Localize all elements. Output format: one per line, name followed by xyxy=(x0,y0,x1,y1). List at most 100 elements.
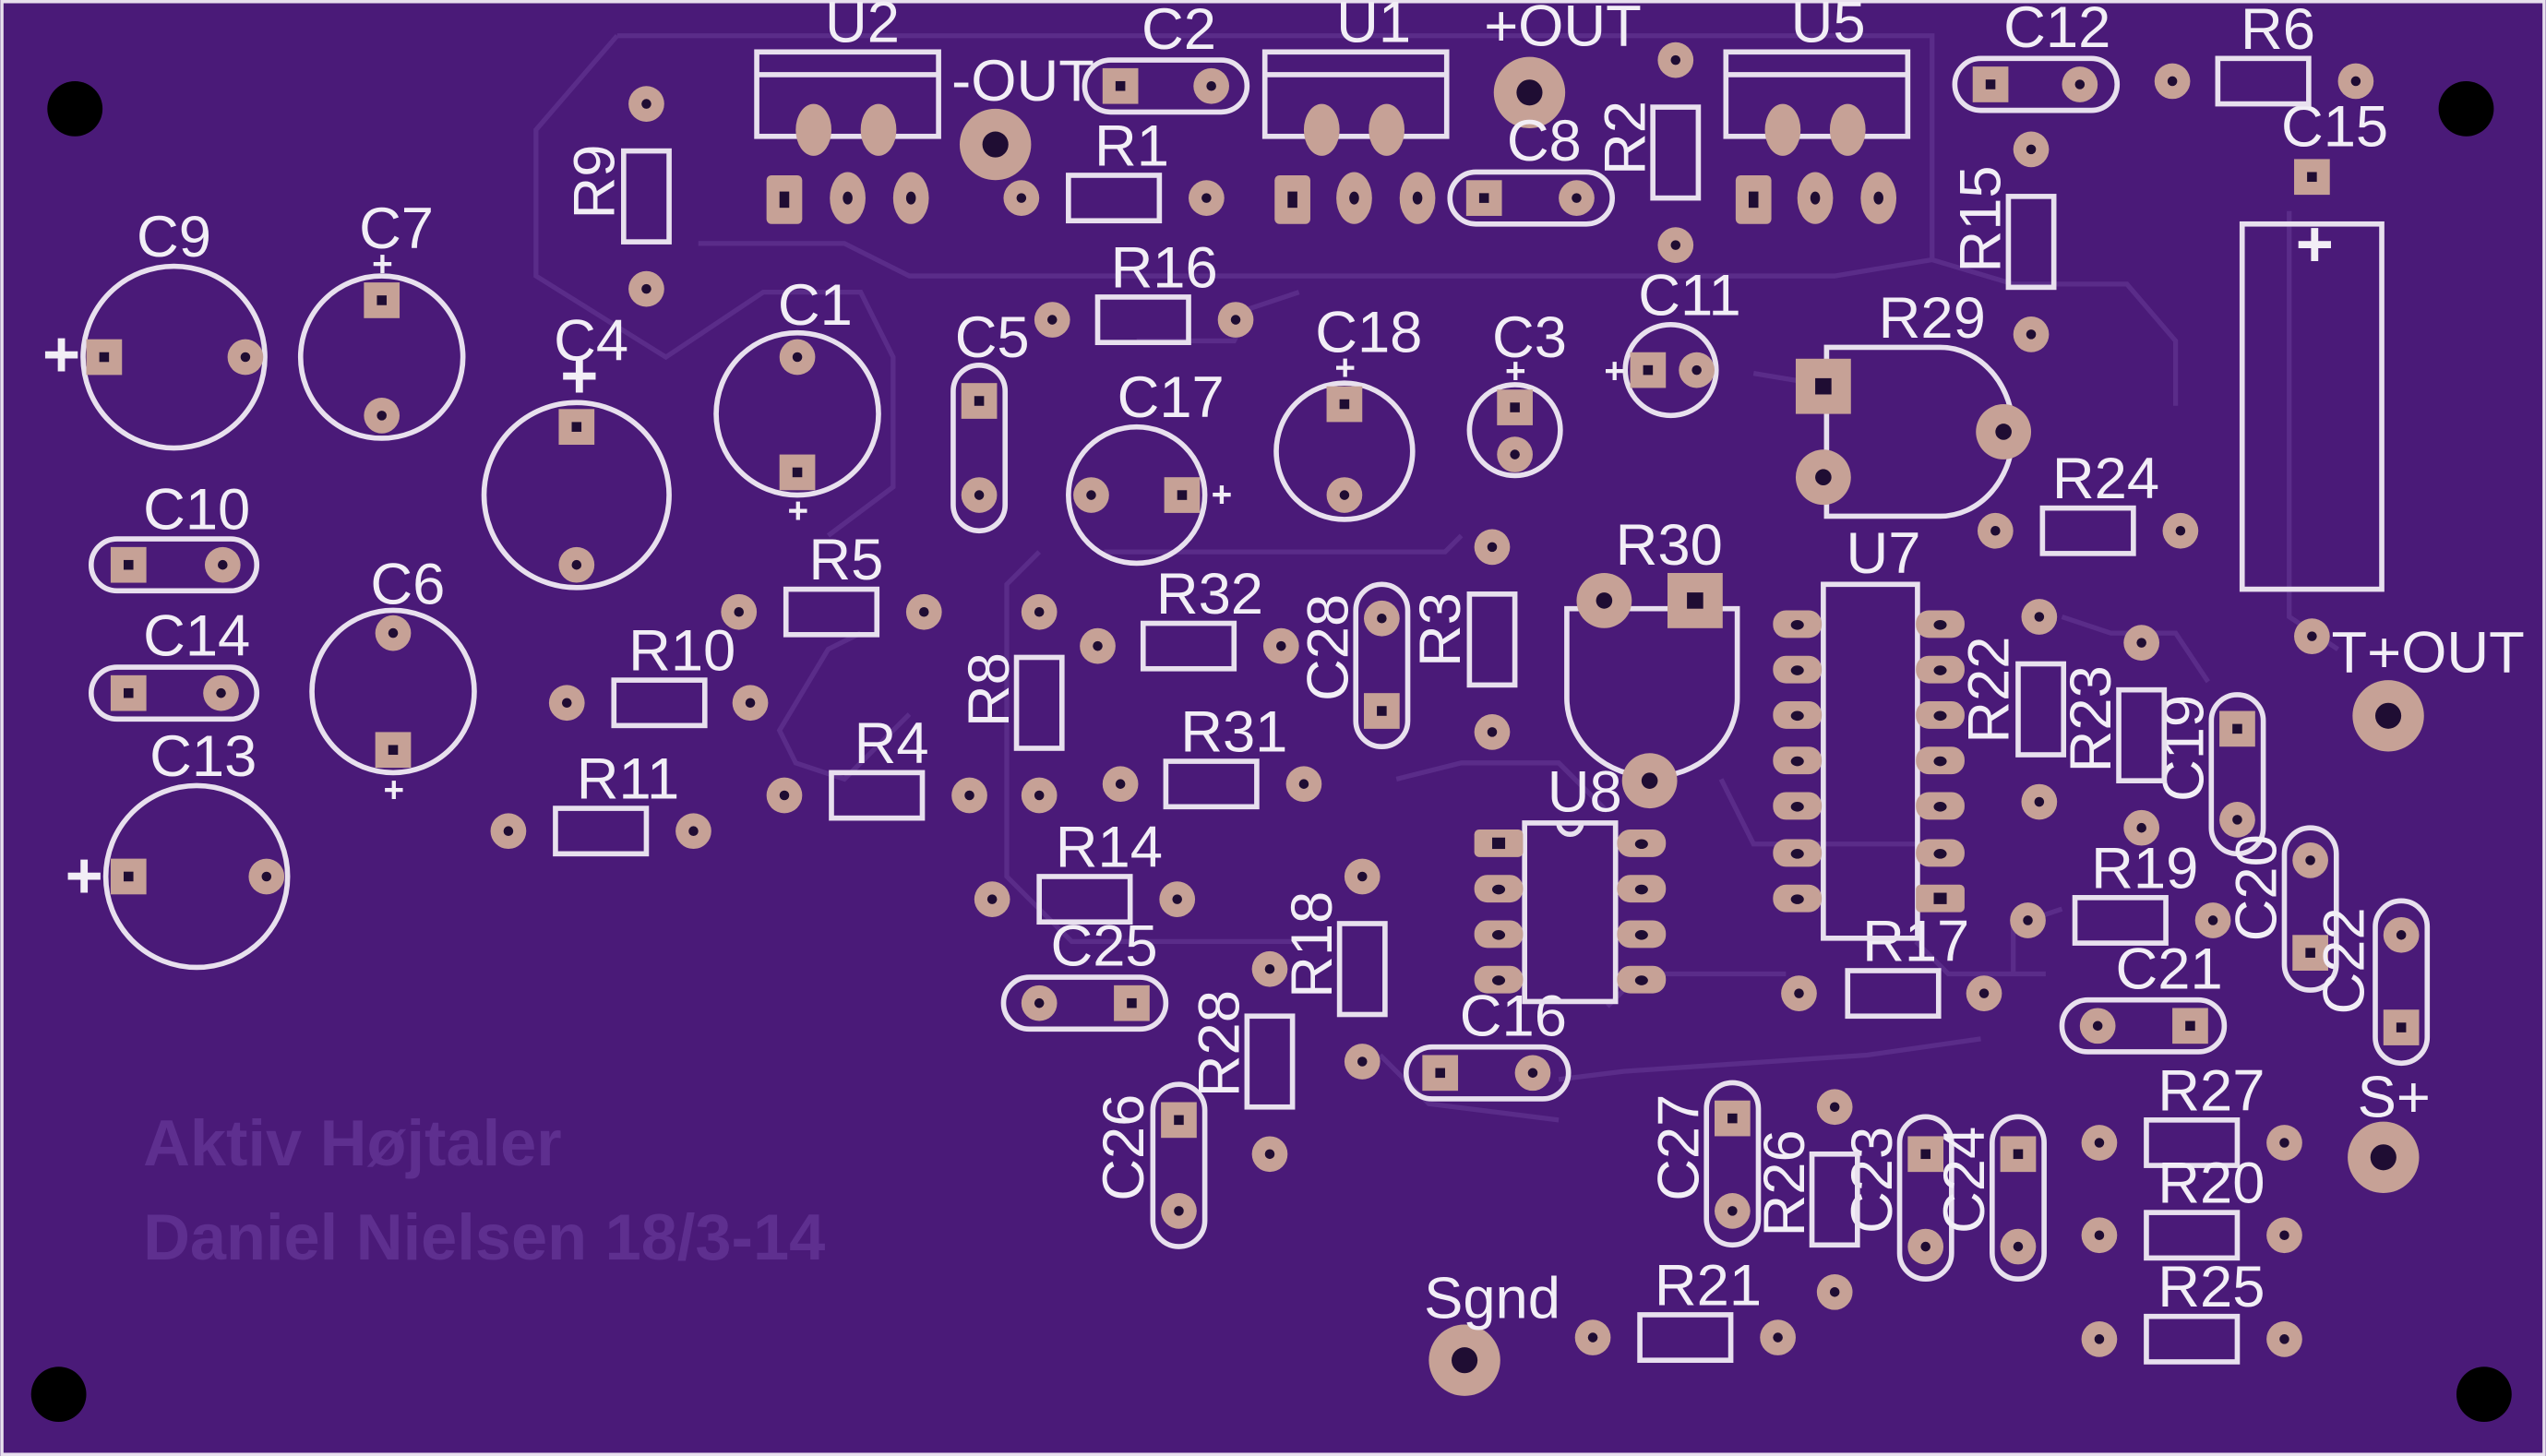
svg-text:C3: C3 xyxy=(1492,305,1567,370)
c17-capacitor: + C17 xyxy=(1066,365,1233,567)
svg-text:C16: C16 xyxy=(1460,984,1567,1048)
r5-resistor: R5 xyxy=(721,528,942,638)
svg-text:R26: R26 xyxy=(1752,1129,1817,1236)
svg-text:R20: R20 xyxy=(2158,1152,2265,1216)
svg-text:R8: R8 xyxy=(957,652,1022,727)
r3-resistor: R3 xyxy=(1408,529,1518,750)
svg-text:C6: C6 xyxy=(370,552,445,616)
r16-resistor: R16 xyxy=(1034,235,1254,346)
r18-resistor: R18 xyxy=(1280,858,1388,1080)
svg-text:C21: C21 xyxy=(2116,937,2223,1001)
svg-text:C7: C7 xyxy=(359,197,434,261)
r23-resistor: R23 xyxy=(2059,625,2168,846)
svg-text:R18: R18 xyxy=(1280,891,1345,998)
r4-resistor: R4 xyxy=(766,711,987,821)
svg-text:+: + xyxy=(1212,475,1233,515)
r21-resistor: R21 xyxy=(1574,1253,1796,1364)
u2-label: U2 xyxy=(825,0,900,55)
svg-text:+: + xyxy=(66,839,103,912)
c12-capacitor: C12 xyxy=(1952,0,2121,113)
c14-capacitor: C14 xyxy=(88,604,260,722)
mounting-hole xyxy=(2456,1366,2512,1423)
svg-text:R19: R19 xyxy=(2091,836,2198,901)
u1-label: U1 xyxy=(1336,0,1411,55)
svg-text:+: + xyxy=(1505,352,1526,391)
r9-resistor: R9 xyxy=(562,86,672,307)
c4-capacitor: + C4 xyxy=(481,309,672,591)
c7-capacitor: + C7 xyxy=(297,197,466,441)
c27-capacitor: C27 xyxy=(1646,1080,1762,1248)
svg-text:C11: C11 xyxy=(1638,263,1740,328)
svg-text:R11: R11 xyxy=(577,747,679,812)
u5-label: U5 xyxy=(1791,0,1866,55)
r30-trimmer: R30 xyxy=(1564,513,1740,809)
c18-capacitor: + C18 xyxy=(1273,301,1422,522)
svg-text:+: + xyxy=(560,339,598,412)
svg-text:C26: C26 xyxy=(1092,1094,1156,1201)
terminal-t-plus-out: T+OUT xyxy=(2331,620,2525,752)
u1-regulator: U1 xyxy=(1261,0,1450,224)
svg-text:R1: R1 xyxy=(1094,113,1169,178)
svg-text:C19: C19 xyxy=(2152,695,2217,802)
svg-text:R6: R6 xyxy=(2241,0,2315,62)
u8-label: U8 xyxy=(1548,760,1622,825)
svg-text:C13: C13 xyxy=(149,724,257,789)
terminal-sgnd: Sgnd xyxy=(1424,1266,1560,1396)
svg-text:C8: C8 xyxy=(1507,109,1582,173)
svg-text:C27: C27 xyxy=(1646,1094,1711,1201)
svg-text:+: + xyxy=(372,245,393,284)
c25-capacitor: C25 xyxy=(1000,914,1169,1032)
c10-capacitor: C10 xyxy=(88,477,260,594)
svg-text:+: + xyxy=(787,491,808,531)
c20-capacitor: C20 xyxy=(2225,825,2339,993)
c23-capacitor: C23 xyxy=(1840,1114,1954,1283)
svg-text:R21: R21 xyxy=(1655,1253,1762,1318)
svg-text:R25: R25 xyxy=(2158,1255,2265,1319)
svg-text:+: + xyxy=(1604,352,1625,391)
svg-text:C14: C14 xyxy=(143,604,250,669)
svg-text:R24: R24 xyxy=(2052,447,2159,511)
svg-text:R14: R14 xyxy=(1056,815,1163,879)
mounting-hole xyxy=(2438,80,2494,137)
c2-capacitor: C2 xyxy=(1082,0,1250,115)
svg-text:+: + xyxy=(383,770,404,810)
c24-capacitor: C24 xyxy=(1932,1114,2047,1283)
r10-resistor: R10 xyxy=(548,619,769,729)
svg-text:R22: R22 xyxy=(1956,637,2021,744)
r6-resistor: R6 xyxy=(2154,0,2374,107)
r28-resistor: R28 xyxy=(1188,950,1296,1173)
c28-capacitor: C28 xyxy=(1296,581,1411,750)
c6-capacitor: + C6 xyxy=(309,552,477,810)
svg-text:C28: C28 xyxy=(1296,594,1360,701)
c15-capacitor: + C15 xyxy=(2239,94,2388,654)
mounting-hole xyxy=(30,1366,87,1423)
r27-resistor: R27 xyxy=(2081,1058,2302,1168)
svg-text:+: + xyxy=(1334,349,1356,388)
board-author: Daniel Nielsen 18/3-14 xyxy=(143,1200,825,1273)
svg-text:R32: R32 xyxy=(1156,562,1263,627)
svg-text:C24: C24 xyxy=(1932,1127,1997,1234)
c13-capacitor: + C13 xyxy=(66,724,291,971)
c22-capacitor: C22 xyxy=(2313,898,2431,1067)
svg-text:+: + xyxy=(2296,208,2334,280)
u7-label: U7 xyxy=(1846,521,1920,586)
svg-text:C4: C4 xyxy=(554,309,628,374)
svg-text:C23: C23 xyxy=(1840,1127,1905,1234)
terminal-plus-out: +OUT xyxy=(1484,0,1642,128)
svg-text:R16: R16 xyxy=(1111,235,1218,300)
svg-text:R5: R5 xyxy=(808,528,883,592)
svg-text:C10: C10 xyxy=(143,477,250,542)
svg-text:R29: R29 xyxy=(1879,286,1986,351)
r31-resistor: R31 xyxy=(1102,700,1322,810)
svg-text:+: + xyxy=(42,317,80,390)
svg-text:Sgnd: Sgnd xyxy=(1424,1266,1560,1331)
r20-resistor: R20 xyxy=(2081,1152,2302,1261)
u2-regulator: U2 xyxy=(754,0,941,224)
svg-text:C25: C25 xyxy=(1050,914,1157,979)
svg-text:C12: C12 xyxy=(2003,0,2110,60)
svg-text:R4: R4 xyxy=(855,711,929,776)
r2-resistor: R2 xyxy=(1593,42,1702,263)
svg-text:R3: R3 xyxy=(1408,592,1473,667)
svg-text:R9: R9 xyxy=(562,145,627,220)
c9-capacitor: + C9 xyxy=(42,205,268,451)
